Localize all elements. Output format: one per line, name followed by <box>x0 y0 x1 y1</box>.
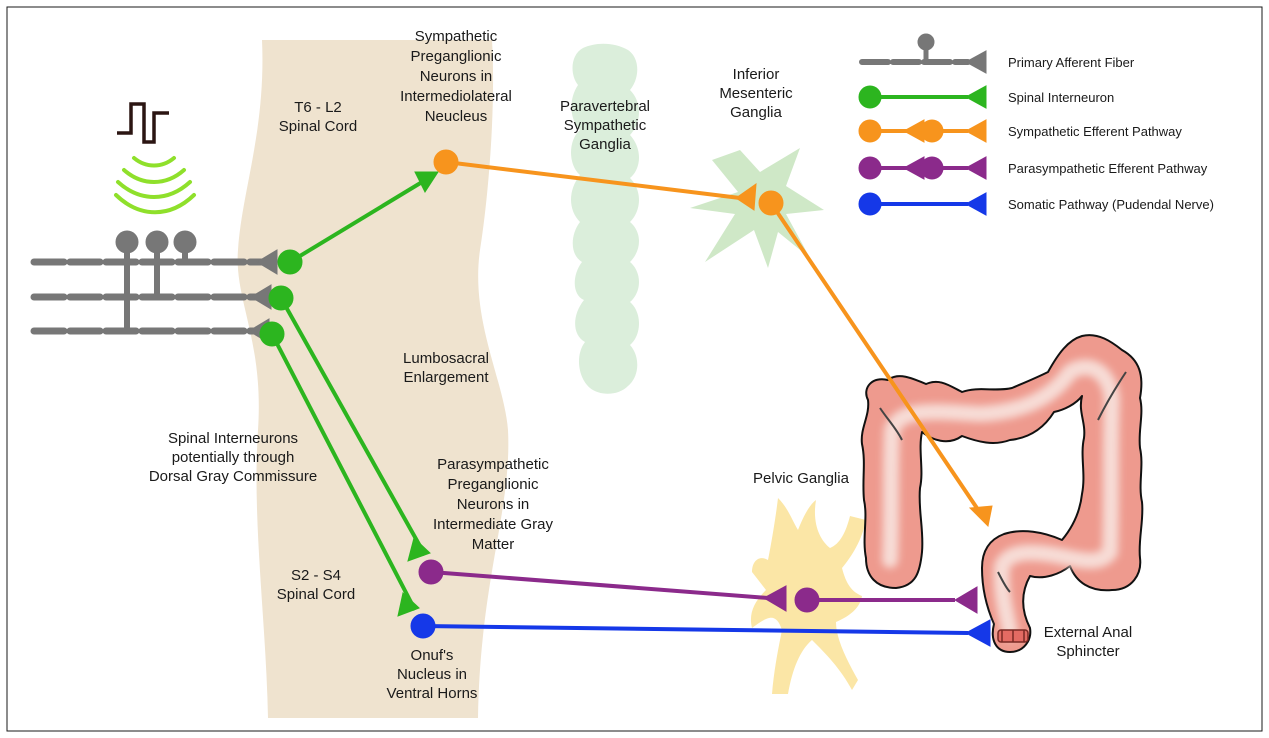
label-line: Inferior <box>733 66 780 83</box>
legend-label-afferent: Primary Afferent Fiber <box>1008 55 1135 70</box>
interneuron-cell-2 <box>269 286 293 310</box>
label-line: Parasympathetic <box>437 456 549 473</box>
parasympathetic-postganglionic-terminal <box>955 587 977 613</box>
label-line: Intermediolateral <box>400 88 512 105</box>
legend-swatch-afferent <box>862 34 986 73</box>
label-line: Sympathetic <box>415 28 498 45</box>
label-line: Preganglionic <box>448 476 539 493</box>
interneuron-cell-1 <box>278 250 302 274</box>
parasympathetic-preganglionic-cell <box>419 560 443 584</box>
legend-label-somatic: Somatic Pathway (Pudendal Nerve) <box>1008 197 1214 212</box>
stimulus-pulse-icon <box>117 104 169 142</box>
somatic-pathway <box>411 614 990 646</box>
label-line: Neucleus <box>425 108 488 125</box>
afferent-cell-body-1 <box>116 231 138 253</box>
label-line: Lumbosacral <box>403 350 489 367</box>
label-line: Neurons in <box>420 68 493 85</box>
legend-label-sympathetic: Sympathetic Efferent Pathway <box>1008 124 1182 139</box>
label-line: Nucleus in <box>397 666 467 683</box>
legend-swatch-somatic <box>859 193 986 215</box>
label-line: T6 - L2 <box>294 99 342 116</box>
paravertebral-ganglia-chain <box>571 44 639 394</box>
pudendal-terminal <box>966 620 990 646</box>
label-line: Preganglionic <box>411 48 502 65</box>
label-line: External Anal <box>1044 624 1132 641</box>
afferent-cell-body-3 <box>174 231 196 253</box>
label-line: Intermediate Gray <box>433 516 554 533</box>
label-line: Mesenteric <box>719 85 793 102</box>
interneuron-cell-3 <box>260 322 284 346</box>
sympathetic-preganglionic-cell <box>434 150 458 174</box>
legend-swatch-parasympathetic <box>859 157 986 179</box>
label-line: Dorsal Gray Commissure <box>149 468 317 485</box>
label-line: Matter <box>472 536 515 553</box>
label-line: Sympathetic <box>564 117 647 134</box>
label-line: Ventral Horns <box>387 685 478 702</box>
afferent-cell-body-2 <box>146 231 168 253</box>
label-line: Spinal Interneurons <box>168 430 298 447</box>
label-line: Neurons in <box>457 496 530 513</box>
colon-lumen-highlight <box>890 367 1112 632</box>
label-line: S2 - S4 <box>291 567 341 584</box>
label-line: Sphincter <box>1056 643 1119 660</box>
stimulus-wave-icon <box>116 158 194 212</box>
colon <box>862 335 1143 652</box>
legend: Primary Afferent Fiber Spinal Interneuro… <box>859 34 1214 215</box>
label-line: Ganglia <box>730 104 782 121</box>
label-line: Enlargement <box>403 369 489 386</box>
label-line: Spinal Cord <box>277 586 355 603</box>
label-line: Spinal Cord <box>279 118 357 135</box>
label-line: Ganglia <box>579 136 631 153</box>
label-pelvic-ganglia: Pelvic Ganglia <box>753 470 850 487</box>
label-line: Paravertebral <box>560 98 650 115</box>
sympathetic-postganglionic-cell <box>759 191 783 215</box>
label-line: Onuf's <box>411 647 454 664</box>
legend-label-interneuron: Spinal Interneuron <box>1008 90 1114 105</box>
sympathetic-postganglionic-terminal <box>970 506 992 526</box>
legend-label-parasympathetic: Parasympathetic Efferent Pathway <box>1008 161 1208 176</box>
parasympathetic-postganglionic-cell <box>795 588 819 612</box>
label-line: Pelvic Ganglia <box>753 470 850 487</box>
pudendal-nerve-axon <box>423 626 968 633</box>
onufs-motor-neuron <box>411 614 435 638</box>
label-line: potentially through <box>172 449 295 466</box>
legend-swatch-interneuron <box>859 86 986 108</box>
legend-swatch-sympathetic <box>859 120 986 142</box>
